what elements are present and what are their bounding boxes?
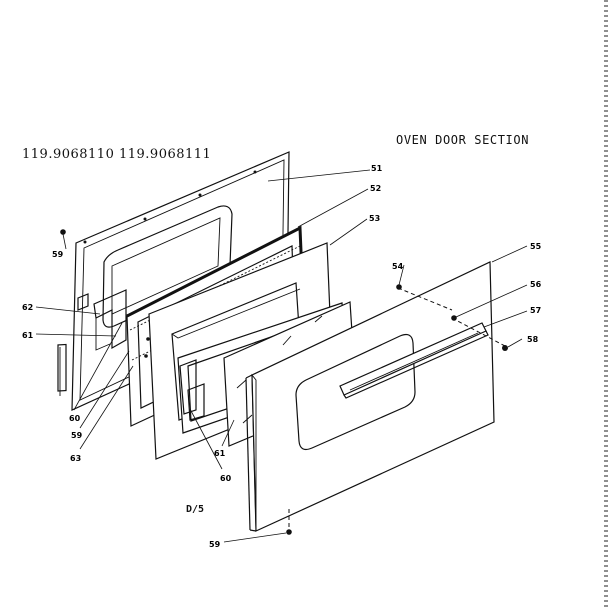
- callout-59-top: 59: [52, 250, 64, 259]
- callout-52: 52: [370, 184, 381, 193]
- callout-63: 63: [70, 454, 81, 463]
- figure-code: D/5: [186, 504, 205, 515]
- model-numbers: 119.9068110 119.9068111: [22, 147, 212, 162]
- callout-60-left: 60: [69, 414, 81, 423]
- callout-54: 54: [392, 262, 404, 271]
- callout-labels: 51 52 53 54 55 56 57 58 59 59 59 60 60 6…: [22, 164, 542, 549]
- assembly-line-screw-58: [451, 317, 506, 347]
- scan-edge-artifact: [604, 0, 608, 610]
- callout-59-left: 59: [71, 431, 83, 440]
- assembly-line-screw-54: [397, 287, 453, 311]
- callout-59-bottom: 59: [209, 540, 221, 549]
- screw-fasteners: [60, 229, 508, 535]
- door-handle: [339, 322, 489, 399]
- callout-53: 53: [369, 214, 380, 223]
- callout-55: 55: [530, 242, 542, 251]
- leader-lines: [35, 169, 528, 543]
- callout-60-bottom: 60: [220, 474, 232, 483]
- section-title: OVEN DOOR SECTION: [396, 133, 530, 147]
- callout-62: 62: [22, 303, 33, 312]
- callout-57: 57: [530, 306, 541, 315]
- outer-door-panel: [245, 261, 495, 532]
- callout-51: 51: [371, 164, 383, 173]
- callout-58: 58: [527, 335, 539, 344]
- callout-61-bottom: 61: [214, 449, 226, 458]
- callout-61-left: 61: [22, 331, 34, 340]
- callout-56: 56: [530, 280, 542, 289]
